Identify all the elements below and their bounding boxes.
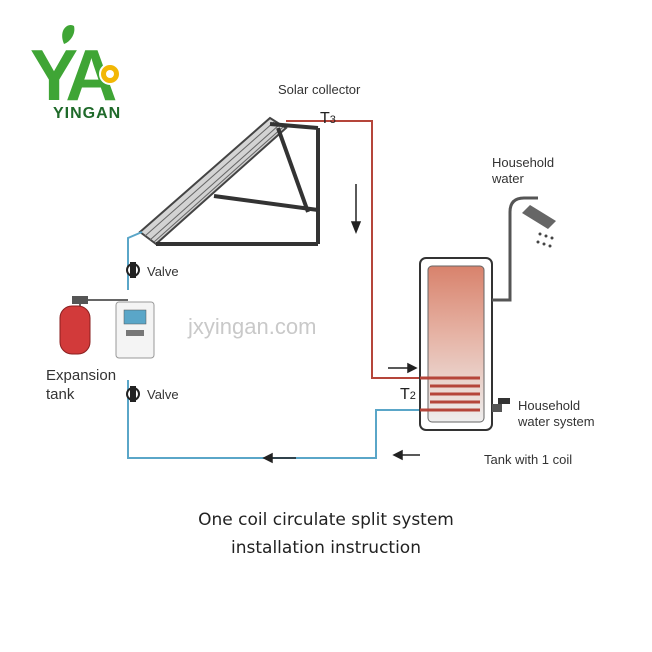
cold-return-pipe xyxy=(127,380,420,459)
label-t2-sub: 2 xyxy=(409,390,416,402)
label-household-water-line1: Household xyxy=(492,155,555,170)
label-expansion-line1: Expansion xyxy=(46,367,117,384)
label-household-water-line2: water xyxy=(492,171,524,186)
label-household-water: Household water xyxy=(492,155,554,187)
label-t3: T3 xyxy=(320,110,336,128)
watermark: jxyingan.com xyxy=(188,314,317,339)
expansion-tank xyxy=(59,296,91,355)
collector-inlet-pipe xyxy=(127,231,143,290)
storage-tank xyxy=(419,196,538,431)
label-hws-line1: Household xyxy=(518,398,581,413)
label-tank-with-coil: Tank with 1 coil xyxy=(484,452,573,467)
label-t3-sub: 3 xyxy=(329,114,336,126)
label-t3-main: T xyxy=(320,110,330,127)
controller-unit xyxy=(115,301,155,359)
collector-panel xyxy=(138,116,288,246)
label-valve-bottom: Valve xyxy=(147,387,179,402)
shower-head-icon xyxy=(522,205,556,248)
logo-brand: YINGAN xyxy=(53,105,122,122)
hot-supply-pipe xyxy=(286,120,420,379)
faucet-icon xyxy=(492,398,510,412)
caption-line1: One coil circulate split system xyxy=(198,510,454,530)
label-expansion-tank: Expansion tank xyxy=(46,366,116,404)
valve-bottom-icon xyxy=(126,386,140,402)
label-hws-line2: water system xyxy=(518,414,595,429)
flow-arrows xyxy=(262,184,420,464)
label-household-water-system: Household water system xyxy=(518,398,595,430)
caption-line2: installation instruction xyxy=(231,538,421,558)
label-solar-collector: Solar collector xyxy=(278,82,361,97)
logo-leaf-icon xyxy=(62,24,75,44)
solar-collector xyxy=(138,116,320,246)
label-expansion-line2: tank xyxy=(46,386,75,403)
valve-top-icon xyxy=(126,262,140,278)
company-logo: YA xyxy=(30,24,122,116)
label-t2-main: T xyxy=(400,386,410,403)
label-t2: T2 xyxy=(400,386,416,404)
label-valve-top: Valve xyxy=(147,264,179,279)
